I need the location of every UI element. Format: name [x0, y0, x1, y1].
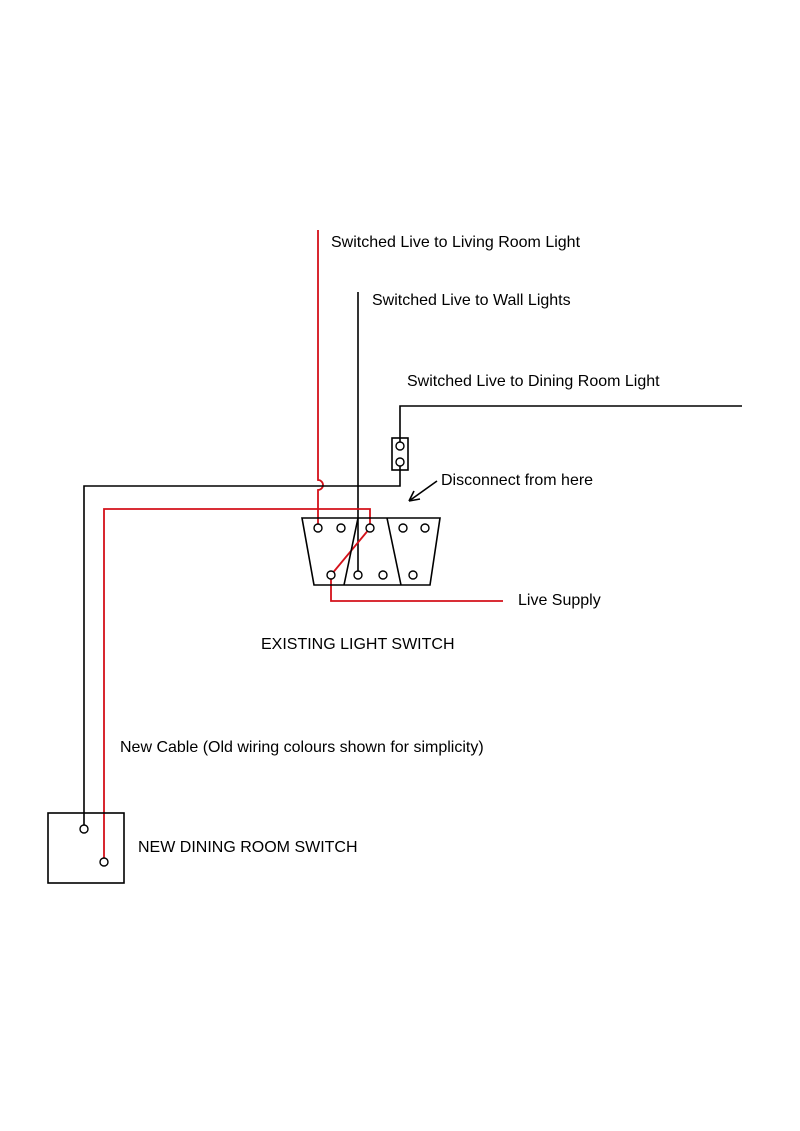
switch-divider — [386, 517, 402, 586]
switch-outline — [301, 517, 441, 586]
new-switch-box — [47, 812, 125, 884]
new-dining-room-switch — [47, 812, 125, 884]
connector-block — [391, 437, 409, 471]
disconnect-arrow-icon — [408, 480, 438, 502]
connector-terminal — [395, 457, 405, 467]
switch-terminal — [378, 570, 388, 580]
label-new-switch: NEW DINING ROOM SWITCH — [138, 839, 358, 856]
label-existing-switch: EXISTING LIGHT SWITCH — [261, 636, 455, 653]
existing-light-switch — [301, 517, 441, 586]
label-live-supply: Live Supply — [518, 592, 601, 609]
label-dining-room-light: Switched Live to Dining Room Light — [407, 373, 660, 390]
new-switch-terminal — [99, 857, 109, 867]
switch-terminal — [365, 523, 375, 533]
connector-terminal — [395, 441, 405, 451]
label-new-cable: New Cable (Old wiring colours shown for … — [120, 739, 484, 756]
switch-terminal — [398, 523, 408, 533]
switch-terminal — [336, 523, 346, 533]
wire-live-supply — [330, 575, 503, 602]
wire-new-cable-red — [103, 508, 371, 862]
new-switch-terminal — [79, 824, 89, 834]
wire-dining-room-live — [399, 405, 742, 443]
label-disconnect: Disconnect from here — [441, 472, 593, 489]
switch-terminal — [408, 570, 418, 580]
label-wall-lights: Switched Live to Wall Lights — [372, 292, 571, 309]
switch-divider — [343, 517, 359, 586]
switch-terminal — [326, 570, 336, 580]
wire-living-room-live — [317, 230, 324, 528]
switch-terminal — [353, 570, 363, 580]
switch-terminal — [420, 523, 430, 533]
label-living-room-light: Switched Live to Living Room Light — [331, 234, 581, 251]
switch-terminal — [313, 523, 323, 533]
wire-new-cable-black — [83, 463, 401, 829]
